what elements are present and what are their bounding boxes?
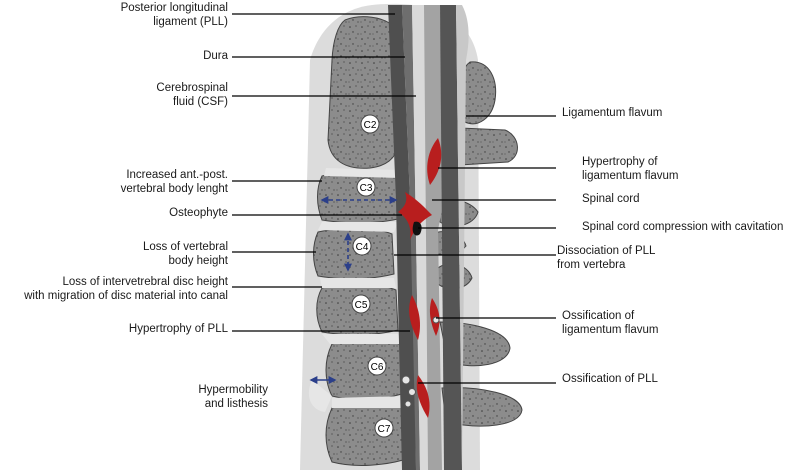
c3-label: C3 [360, 183, 373, 194]
c3-badge [356, 177, 376, 197]
level-badges: C2 C3 C4 C5 C6 C7 [351, 114, 394, 438]
label-body-height: Loss of vertebral body height [142, 241, 228, 267]
label-osteophyte: Osteophyte [169, 207, 228, 219]
label-hypermobility: Hypermobility and listhesis [198, 384, 268, 410]
c2-badge [360, 114, 380, 134]
label-body-length: Increased ant.-post. vertebral body leng… [120, 169, 228, 195]
intervertebral-discs [308, 168, 408, 412]
c5-label: C5 [355, 300, 368, 311]
label-csf: Cerebrospinal fluid (CSF) [156, 82, 228, 108]
label-lig-hypertrophy: Hypertrophy of ligamentum flavum [582, 156, 679, 182]
c7-badge [374, 418, 394, 438]
c4-label: C4 [356, 242, 369, 253]
cavitation [412, 221, 422, 236]
pll-ossification-c6 [416, 375, 430, 418]
label-pll-ossification: Ossification of PLL [562, 373, 658, 385]
c2-label: C2 [364, 120, 377, 131]
label-cord: Spinal cord [582, 193, 640, 205]
ossification-nodules [401, 316, 440, 408]
c5-badge [351, 294, 371, 314]
cord-compression-lesion [398, 192, 432, 240]
pll-ossification-c5 [409, 295, 420, 340]
label-dissociation: Dissociation of PLL from vertebra [557, 245, 656, 271]
label-dura: Dura [203, 50, 228, 62]
c7-label: C7 [378, 424, 391, 435]
label-pll-hypertrophy: Hypertrophy of PLL [128, 323, 228, 335]
ligamentum-flavum-hypertrophy [427, 138, 442, 185]
label-disc-height: Loss of intervetrebral disc height with … [24, 276, 228, 302]
c6-label: C6 [371, 362, 384, 373]
label-compression: Spinal cord compression with cavitation [582, 221, 784, 233]
csf-space [412, 5, 428, 470]
label-lig-flavum: Ligamentum flavum [562, 107, 663, 119]
c4-badge [352, 236, 372, 256]
label-pll: Posterior longitudinal ligament (PLL) [120, 2, 228, 28]
label-lig-ossification: Ossification of ligamentum flavum [562, 310, 659, 336]
c6-badge [367, 356, 387, 376]
leader-lines [232, 13, 556, 384]
posterior-longitudinal-ligament [388, 5, 416, 470]
ligamentum-flavum [440, 5, 462, 470]
spinal-cord [424, 5, 444, 470]
